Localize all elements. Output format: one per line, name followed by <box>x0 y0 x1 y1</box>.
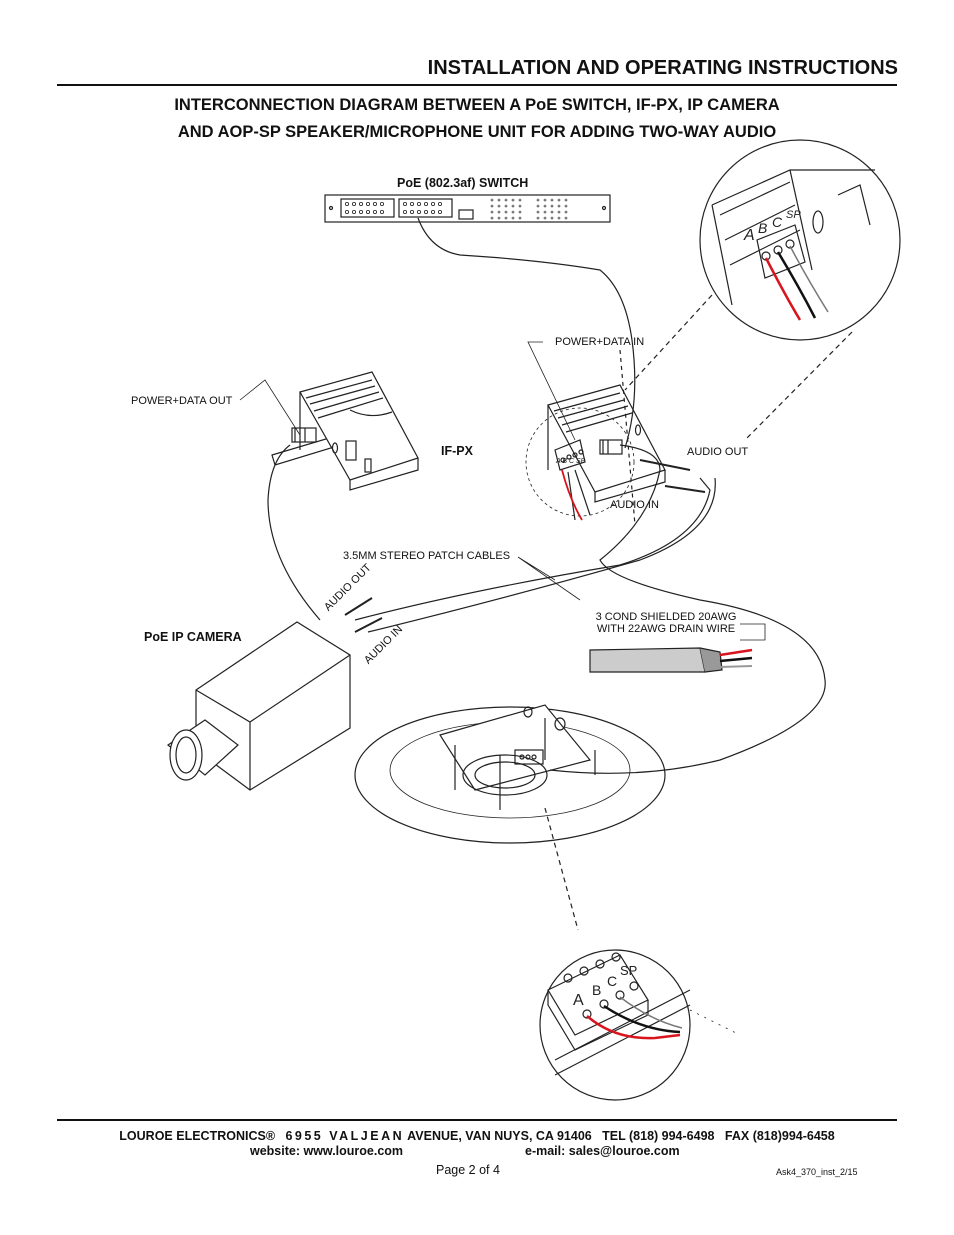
svg-text:A: A <box>573 992 584 1009</box>
website: website: www.louroe.com <box>250 1144 404 1158</box>
page-title: INSTALLATION AND OPERATING INSTRUCTIONS <box>427 57 898 79</box>
svg-text:C: C <box>772 214 783 230</box>
address-rest: AVENUE, VAN NUYS, CA 91406 <box>407 1129 592 1143</box>
diagram-subtitle-line2: AND AOP-SP SPEAKER/MICROPHONE UNIT FOR A… <box>177 123 777 141</box>
svg-text:A: A <box>743 227 755 244</box>
company-name: LOUROE ELECTRONICS® <box>119 1129 276 1143</box>
cable-spec-line1: 3 COND SHIELDED 20AWG <box>595 611 737 623</box>
document-code: Ask4_370_inst_2/15 <box>776 1167 858 1177</box>
email: e-mail: sales@louroe.com <box>525 1144 680 1158</box>
diagram-subtitle-line1: INTERCONNECTION DIAGRAM BETWEEN A PoE SW… <box>174 96 780 114</box>
speaker-unit <box>354 704 666 844</box>
audio-in-label: AUDIO IN <box>610 499 659 511</box>
ifpx-label: IF-PX <box>441 444 473 458</box>
zoom-detail-bottom <box>539 949 691 1101</box>
power-data-in-label: POWER+DATA IN <box>555 336 645 348</box>
svg-text:SP: SP <box>786 209 801 221</box>
page-number: Page 2 of 4 <box>436 1163 500 1177</box>
audio-out-label: AUDIO OUT <box>687 446 749 458</box>
poe-switch-unit <box>324 194 611 223</box>
patch-cables-label: 3.5MM STEREO PATCH CABLES <box>343 550 511 562</box>
camera-label: PoE IP CAMERA <box>144 630 242 644</box>
header-divider <box>57 84 897 86</box>
svg-text:B: B <box>758 220 767 236</box>
switch-label: PoE (802.3af) SWITCH <box>397 176 529 190</box>
svg-text:B: B <box>592 982 601 998</box>
telephone: TEL (818) 994-6498 <box>602 1129 715 1143</box>
cable-spec-line2: WITH 22AWG DRAIN WIRE <box>596 623 736 635</box>
ifpx-unit-right <box>525 384 666 517</box>
footer-divider <box>57 1119 897 1121</box>
poe-ip-camera <box>166 621 351 791</box>
footer-contact-line: LOUROE ELECTRONICS® 6955 VALJEAN AVENUE,… <box>0 1129 954 1143</box>
address-spaced: 6955 VALJEAN <box>285 1129 405 1143</box>
fax: FAX (818)994-6458 <box>724 1129 835 1143</box>
zoom-detail-top <box>699 139 901 341</box>
svg-text:SP: SP <box>620 963 637 978</box>
svg-text:C: C <box>607 973 617 989</box>
ifpx-unit-left <box>271 371 419 491</box>
power-data-out-label: POWER+DATA OUT <box>131 395 233 407</box>
svg-text:A B C SP: A B C SP <box>555 458 586 465</box>
